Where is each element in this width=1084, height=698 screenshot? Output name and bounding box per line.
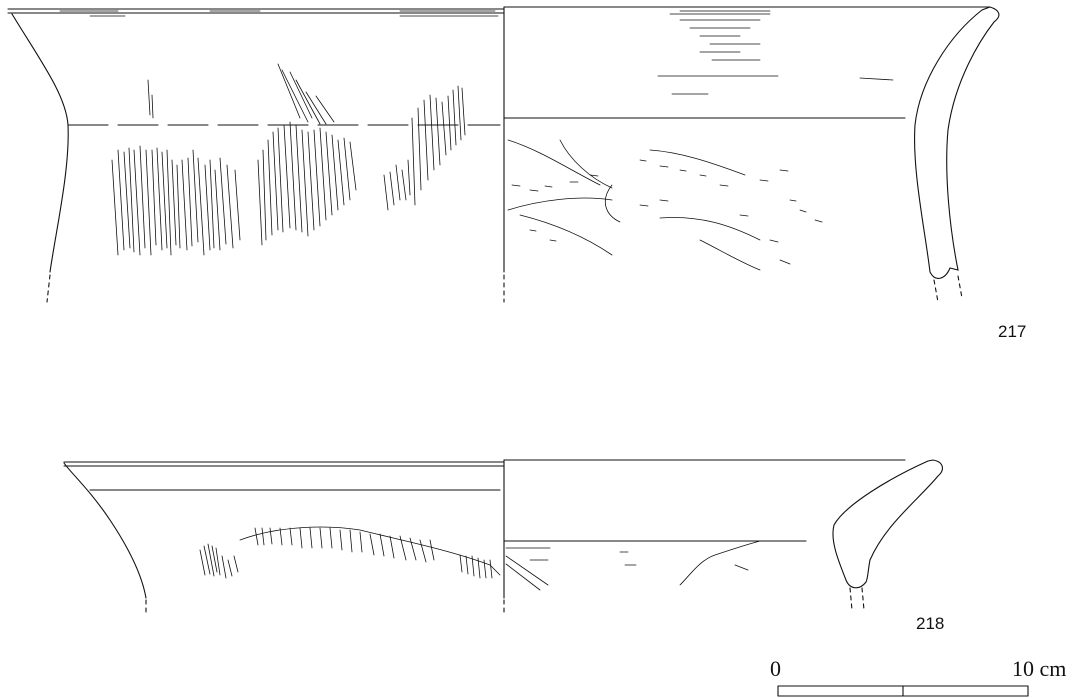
catalogue-number-217: 217 [998,322,1027,341]
vessel-218 [63,459,943,613]
vessel-218-surface-striations [199,526,501,579]
vessel-217-wall-section [914,6,1000,279]
vessel-217-rim-wear [59,10,771,17]
vessel-218-exterior-profile [63,462,147,599]
vessel-217-section-break [933,275,963,303]
vessel-218-rim-line [63,459,906,467]
scale-bar [777,685,1029,697]
scale-bar-start-label: 0 [770,656,781,681]
vessel-218-wall-section [832,459,943,589]
vessel-217-exterior-profile [11,13,69,273]
vessel-217-profile-break [46,274,51,303]
vessel-217-rim-line [7,6,991,14]
vessel-217-surface-striations [111,63,466,256]
vessel-217 [7,6,1000,303]
catalogue-number-218: 218 [916,614,945,633]
vessel-217-interior-marks [507,13,894,271]
vessel-218-section-break [849,587,865,611]
vessel-218-interior-marks [505,540,761,591]
scale-bar-end-label: 10 cm [1012,656,1067,681]
